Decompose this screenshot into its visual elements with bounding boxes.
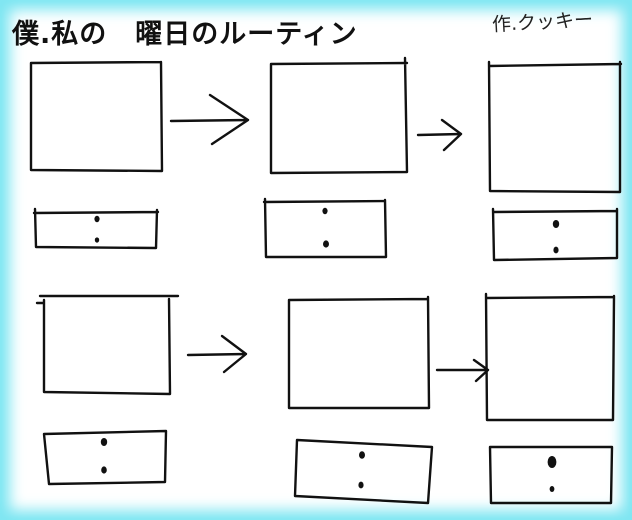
arrow-4 [435,358,490,383]
label-box-3 [491,207,619,262]
page-title: 僕.私の 曜日のルーティン [12,19,358,50]
label-box-2 [262,197,388,259]
label-box-4 [42,429,168,486]
dots [94,207,560,492]
label-box-1 [32,207,160,250]
arrow-2 [416,118,463,152]
panel-6 [484,292,616,422]
panel-3 [487,60,623,194]
panel-5 [287,295,431,410]
panel-4 [35,294,180,396]
panel-2 [269,56,409,175]
label-box-5 [293,438,434,505]
label-box-6 [488,445,614,505]
arrow-3 [186,334,248,374]
panel-1 [29,60,164,173]
arrow-1 [169,93,250,146]
